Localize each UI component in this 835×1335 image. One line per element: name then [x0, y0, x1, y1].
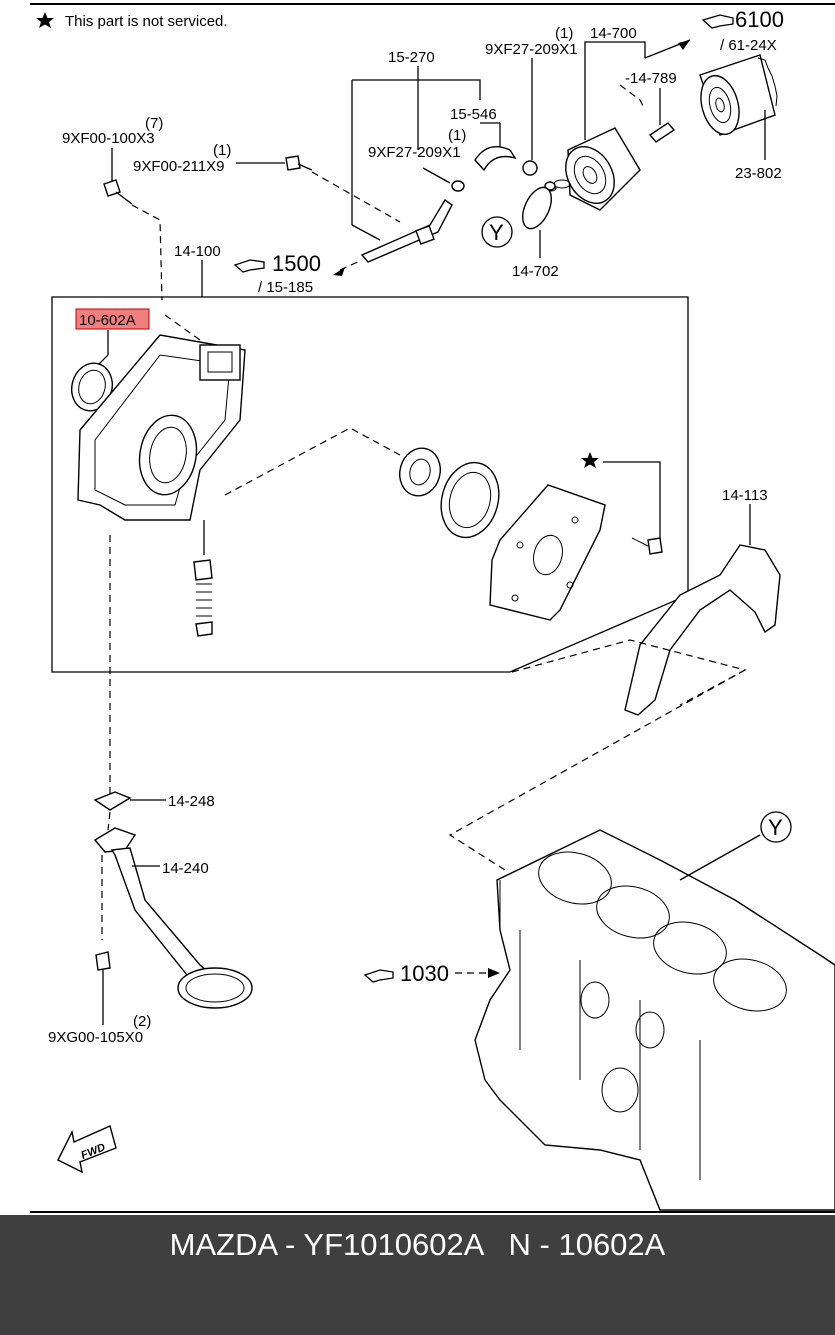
pump-cover-plate [489, 484, 606, 621]
label-15-185: / 15-185 [258, 279, 313, 296]
oil-pump-body [77, 334, 246, 521]
legend-note: This part is not serviced. [65, 13, 228, 30]
label-14-789: -14-789 [625, 70, 677, 87]
label-23-802: 23-802 [735, 165, 782, 182]
fwd-arrow: FWD [57, 1125, 117, 1174]
label-14-240: 14-240 [162, 860, 209, 877]
hand-pointer-icon [701, 14, 734, 29]
gasket [624, 544, 781, 716]
label-9xf27-qty-2: (1) [448, 127, 466, 144]
label-9xg00-qty-2: (2) [133, 1013, 151, 1030]
parts-diagram: This part is not serviced. 6100 / 61-24X… [30, 3, 835, 1213]
label-9xf27-209x1-b: 9XF27-209X1 [368, 144, 461, 161]
oil-filter [699, 54, 778, 136]
label-y-2: Y [768, 815, 783, 840]
hand-pointer-icon-2 [233, 259, 265, 273]
part-number-caption: MAZDA - YF1010602A N - 10602A [169, 1227, 666, 1262]
label-9xf00-qty-7: (7) [145, 115, 163, 132]
label-9xf00-211x9: 9XF00-211X9 [133, 158, 224, 175]
label-15-546: 15-546 [450, 106, 497, 123]
label-14-702: 14-702 [512, 263, 559, 280]
label-10-602a: 10-602A [79, 312, 136, 329]
label-9xf00-qty-1: (1) [213, 142, 231, 159]
engine-block [474, 829, 835, 1211]
legend: This part is not serviced. [36, 12, 228, 30]
oil-cooler [545, 127, 641, 211]
label-9xf00-100x3: 9XF00-100X3 [62, 130, 155, 147]
inner-rotor [399, 447, 441, 497]
label-1030: 1030 [400, 961, 449, 986]
label-14-100: 14-100 [174, 243, 221, 260]
star-icon [36, 12, 54, 28]
highlight-10-602a: 10-602A [75, 308, 150, 330]
hand-pointer-icon-3 [363, 969, 394, 983]
group-box [51, 296, 689, 673]
label-15-270: 15-270 [388, 49, 435, 66]
label-9xf27-qty-1: (1) [555, 25, 573, 42]
label-9xf27-209x1-a: 9XF27-209X1 [485, 41, 578, 58]
label-14-700: 14-700 [590, 25, 637, 42]
label-9xg00-105x0: 9XG00-105X0 [48, 1029, 143, 1046]
outer-rotor [440, 461, 500, 539]
label-14-113: 14-113 [722, 487, 768, 504]
footer-bar: MAZDA - YF1010602A N - 10602A [0, 1215, 835, 1335]
oil-strainer [93, 827, 253, 1009]
label-y-1: Y [489, 220, 504, 245]
label-6100: 6100 [735, 7, 784, 32]
label-14-248: 14-248 [168, 793, 215, 810]
label-61-24x: / 61-24X [720, 37, 777, 54]
star-icon-2 [581, 452, 599, 468]
o-ring [521, 186, 553, 230]
label-1500: 1500 [272, 251, 321, 276]
